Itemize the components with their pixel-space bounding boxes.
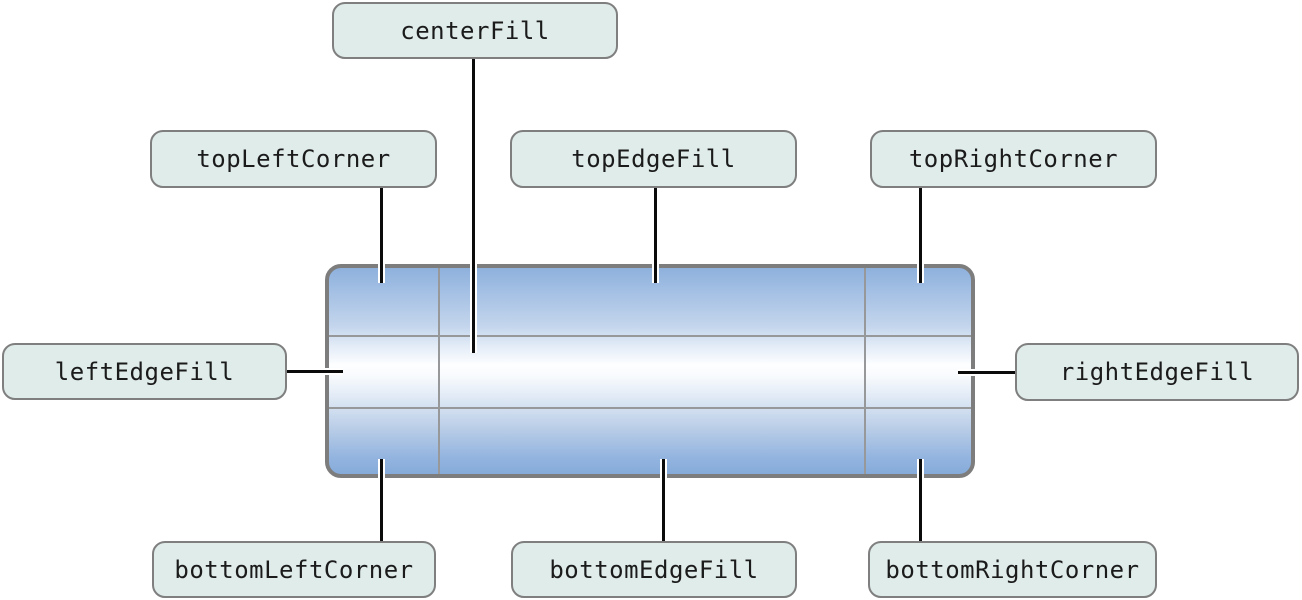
label-left-edge-fill: leftEdgeFill (2, 343, 287, 400)
grid-line-vertical-right (864, 268, 866, 474)
label-bottom-edge-fill: bottomEdgeFill (511, 541, 797, 598)
label-bottom-left-corner: bottomLeftCorner (152, 541, 436, 598)
callout-line-right-edge-fill (958, 369, 1015, 376)
callout-line-bottom-edge-fill (660, 459, 667, 543)
callout-line-bottom-left-corner (378, 459, 385, 543)
grid-line-horizontal-top (329, 335, 971, 337)
callout-line-center-fill (470, 57, 477, 353)
callout-line-bottom-right-corner (917, 459, 924, 543)
label-top-edge-fill: topEdgeFill (510, 130, 797, 188)
stretchable-image (325, 264, 975, 478)
label-top-left-corner: topLeftCorner (150, 130, 437, 188)
label-top-right-corner: topRightCorner (870, 130, 1157, 188)
callout-line-left-edge-fill (285, 368, 343, 375)
label-bottom-right-corner: bottomRightCorner (868, 541, 1157, 598)
grid-line-horizontal-bottom (329, 407, 971, 409)
grid-line-vertical-left (438, 268, 440, 474)
callout-line-top-edge-fill (652, 186, 659, 283)
callout-line-top-left-corner (378, 186, 385, 283)
callout-line-top-right-corner (917, 186, 924, 283)
label-right-edge-fill: rightEdgeFill (1015, 343, 1299, 401)
label-center-fill: centerFill (332, 2, 618, 59)
